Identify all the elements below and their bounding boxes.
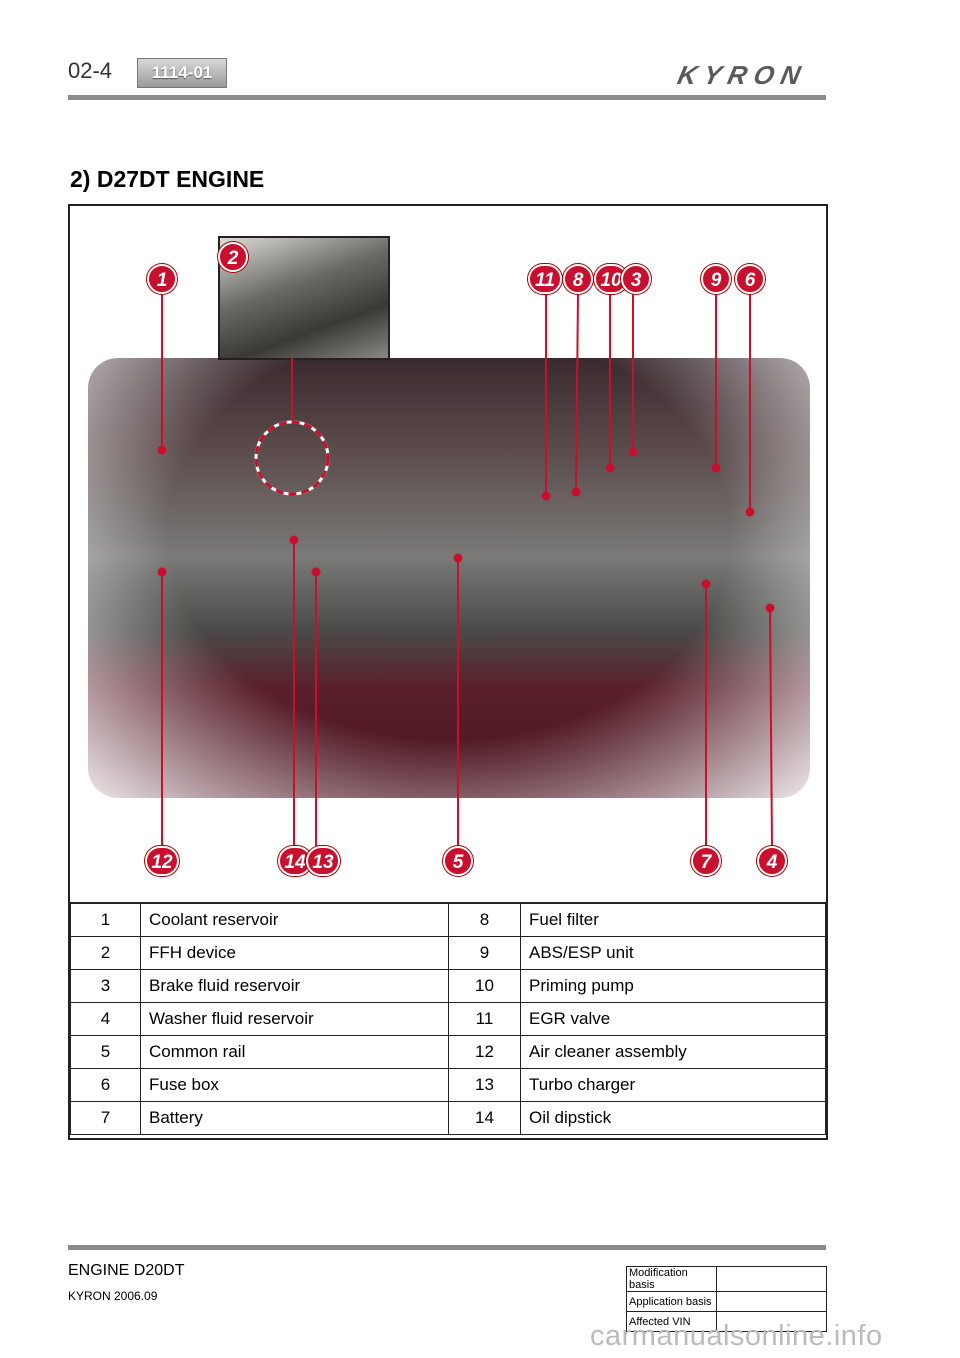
leader-dot-13 <box>311 567 321 577</box>
callout-badge-8: 8 <box>563 264 593 294</box>
revision-label: Affected VIN <box>626 1311 717 1332</box>
part-number: 7 <box>70 1100 141 1135</box>
revision-table: Modification basis Application basis Aff… <box>626 1266 827 1332</box>
part-number: 14 <box>448 1100 521 1135</box>
callout-badge-2: 2 <box>218 242 248 272</box>
part-name: Washer fluid reservoir <box>140 1001 449 1036</box>
table-row: 3 Brake fluid reservoir 10 Priming pump <box>70 968 826 1003</box>
leader-dot-11 <box>541 491 551 501</box>
parts-legend-table: 1 Coolant reservoir 8 Fuel filter 2 FFH … <box>70 902 826 1135</box>
table-row: 6 Fuse box 13 Turbo charger <box>70 1067 826 1102</box>
part-number: 9 <box>448 935 521 970</box>
callout-badge-4: 4 <box>757 846 787 876</box>
part-number: 12 <box>448 1034 521 1069</box>
part-name: Battery <box>140 1100 449 1135</box>
callout-badge-1: 1 <box>147 264 177 294</box>
callout-badge-12: 12 <box>145 846 179 876</box>
leader-dot-5 <box>453 553 463 563</box>
leader-dot-3 <box>628 447 638 457</box>
part-number: 6 <box>70 1067 141 1102</box>
part-name: Turbo charger <box>520 1067 826 1102</box>
table-row: Affected VIN <box>626 1311 827 1332</box>
part-name: Common rail <box>140 1034 449 1069</box>
ffh-highlight-ring-dashes <box>254 420 330 496</box>
table-row: 4 Washer fluid reservoir 11 EGR valve <box>70 1001 826 1036</box>
part-name: FFH device <box>140 935 449 970</box>
table-row: 1 Coolant reservoir 8 Fuel filter <box>70 902 826 937</box>
part-name: Priming pump <box>520 968 826 1003</box>
leader-dot-4 <box>765 603 775 613</box>
footer-rule <box>68 1245 826 1250</box>
part-number: 5 <box>70 1034 141 1069</box>
callout-badge-6: 6 <box>735 264 765 294</box>
callout-badge-13: 13 <box>306 846 340 876</box>
section-code-badge: 1114-01 <box>137 58 227 88</box>
figure-frame: 1 2 11 8 10 3 9 6 12 14 13 5 7 4 1 Coola… <box>68 204 828 1140</box>
revision-label: Modification basis <box>626 1266 717 1292</box>
part-name: Air cleaner assembly <box>520 1034 826 1069</box>
table-row: 2 FFH device 9 ABS/ESP unit <box>70 935 826 970</box>
leader-dot-8 <box>571 487 581 497</box>
leader-dot-6 <box>745 507 755 517</box>
part-number: 3 <box>70 968 141 1003</box>
header-rule <box>68 95 826 100</box>
part-name: Fuse box <box>140 1067 449 1102</box>
leader-dot-9 <box>711 463 721 473</box>
part-name: EGR valve <box>520 1001 826 1036</box>
engine-bay-photo <box>88 358 810 798</box>
part-number: 2 <box>70 935 141 970</box>
leader-dot-10 <box>605 463 615 473</box>
leader-line-8 <box>575 293 579 493</box>
callout-badge-3: 3 <box>621 264 651 294</box>
part-number: 4 <box>70 1001 141 1036</box>
table-row: 7 Battery 14 Oil dipstick <box>70 1100 826 1135</box>
part-number: 10 <box>448 968 521 1003</box>
revision-label: Application basis <box>626 1291 717 1312</box>
leader-dot-12 <box>157 567 167 577</box>
leader-dot-14 <box>289 535 299 545</box>
part-number: 13 <box>448 1067 521 1102</box>
callout-badge-5: 5 <box>443 846 473 876</box>
callout-badge-11: 11 <box>528 264 562 294</box>
part-name: Fuel filter <box>520 902 826 937</box>
callout-badge-7: 7 <box>691 846 721 876</box>
section-title: 2) D27DT ENGINE <box>70 166 265 192</box>
leader-line-4 <box>769 607 773 847</box>
table-row: Modification basis <box>626 1266 827 1292</box>
footer-subtitle: KYRON 2006.09 <box>68 1289 158 1303</box>
photo-area: 1 2 11 8 10 3 9 6 12 14 13 5 7 4 <box>70 206 826 902</box>
revision-value <box>716 1291 827 1312</box>
part-number: 11 <box>448 1001 521 1036</box>
callout-leader-lines <box>157 293 775 847</box>
table-row: 5 Common rail 12 Air cleaner assembly <box>70 1034 826 1069</box>
footer-title: ENGINE D20DT <box>68 1262 185 1279</box>
part-name: ABS/ESP unit <box>520 935 826 970</box>
part-number: 8 <box>448 902 521 937</box>
part-number: 1 <box>70 902 141 937</box>
revision-value <box>716 1266 827 1292</box>
revision-value <box>716 1311 827 1332</box>
part-name: Brake fluid reservoir <box>140 968 449 1003</box>
leader-dot-7 <box>701 579 711 589</box>
site-watermark: carmanualsonline.info <box>590 1320 883 1352</box>
part-name: Oil dipstick <box>520 1100 826 1135</box>
leader-dot-1 <box>157 445 167 455</box>
callout-badge-9: 9 <box>701 264 731 294</box>
brand-logo: KYRON <box>674 60 811 90</box>
table-row: Application basis <box>626 1291 827 1312</box>
page-number: 02-4 <box>68 58 113 83</box>
part-name: Coolant reservoir <box>140 902 449 937</box>
